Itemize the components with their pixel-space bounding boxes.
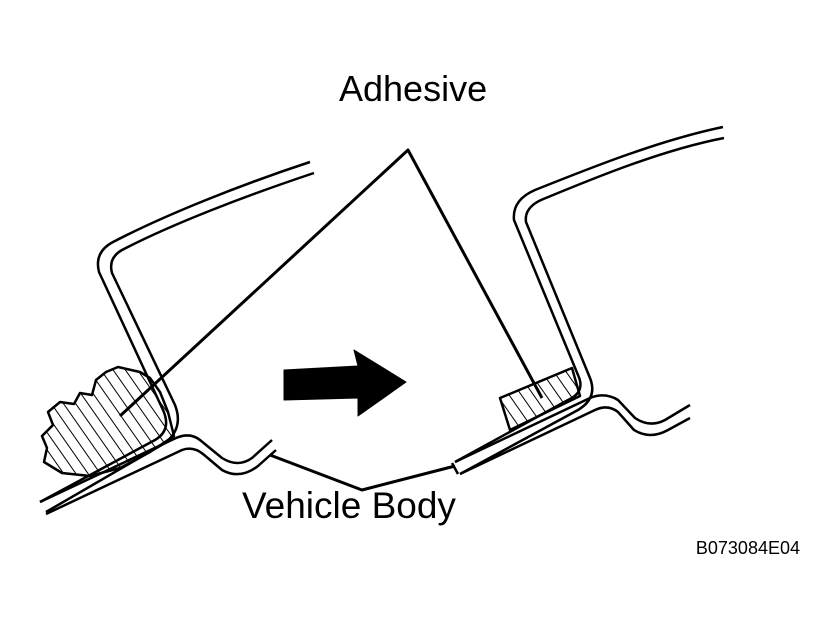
right-arrow-icon xyxy=(283,349,407,417)
adhesive-label: Adhesive xyxy=(339,68,488,109)
right-glass-molding-outer xyxy=(454,125,724,464)
vehicle-body-label: Vehicle Body xyxy=(242,485,456,526)
left-glass-molding-inner xyxy=(45,171,315,514)
vehicle-body-flange-lower xyxy=(45,447,277,516)
vehicle-body-leader-line xyxy=(269,453,456,492)
figure-code: B073084E04 xyxy=(695,538,800,558)
right-body-flange-lower xyxy=(459,406,691,476)
right-body-flange-upper xyxy=(454,394,691,464)
vehicle-body-flange-upper xyxy=(39,434,273,504)
adhesive-leader-line xyxy=(118,148,544,418)
left-glass-molding-outer xyxy=(39,160,311,504)
right-flange-end-cap xyxy=(450,462,460,475)
right-glass-molding-inner xyxy=(459,136,725,476)
right-adhesive-bead xyxy=(498,366,582,432)
